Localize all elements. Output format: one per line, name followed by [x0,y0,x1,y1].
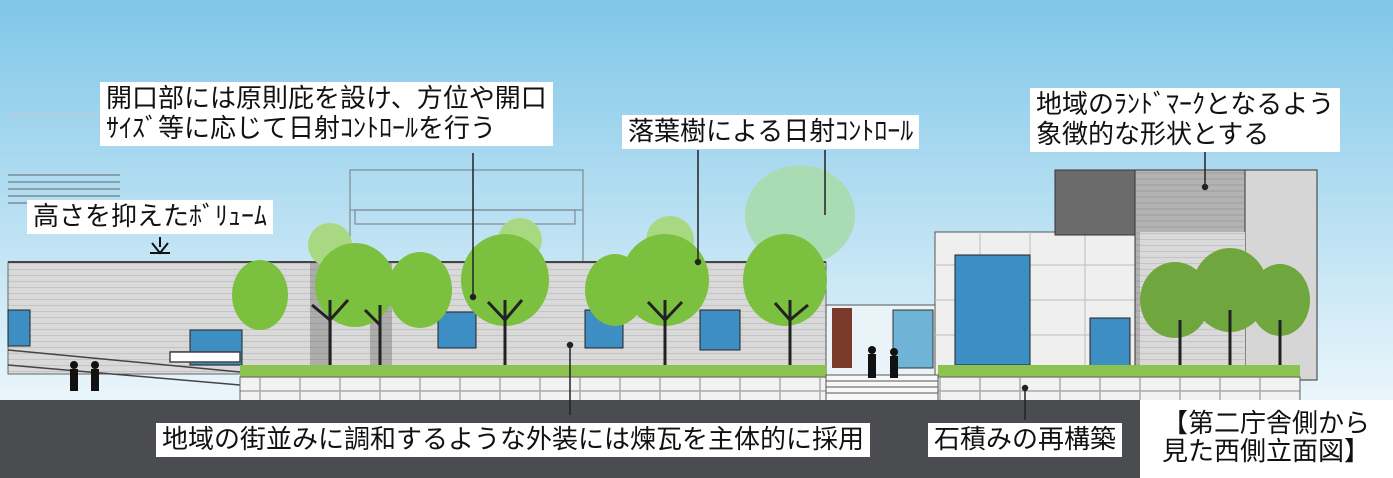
down-arrow [150,237,170,255]
annotation-height-volume: 高さを抑えたﾎﾞﾘｭｰﾑ [27,200,274,234]
drawing-title-line2: 見た西側立面図】 [1161,437,1370,467]
annotation-opening-line1: 開口部には原則庇を設け、方位や開口 [106,84,547,114]
steps [825,374,939,402]
drawing-title: 【第二庁舎側から 見た西側立面図】 [1143,410,1389,466]
distant-roof-lines [8,114,120,204]
annotation-landmark: 地域のﾗﾝﾄﾞﾏｰｸとなるよう 象徴的な形状とする [1030,88,1341,152]
leader-lines [469,150,1209,420]
annotation-brick-facade: 地域の街並みに調和するような外装には煉瓦を主体的に採用 [156,423,871,457]
drawing-title-line1: 【第二庁舎側から [1161,409,1370,439]
annotation-height-volume-text: 高さを抑えたﾎﾞﾘｭｰﾑ [33,202,268,232]
annotation-brick-facade-text: 地域の街並みに調和するような外装には煉瓦を主体的に採用 [162,425,865,455]
trees [232,165,1310,338]
annotation-landmark-line2: 象徴的な形状とする [1036,120,1270,150]
stone-wall [239,376,827,402]
ramp [7,349,241,386]
people-silhouettes [70,346,898,391]
annotation-stone-wall-text: 石積みの再構築 [934,425,1117,455]
annotation-deciduous-text: 落葉樹による日射ｺﾝﾄﾛｰﾙ [628,117,914,147]
annotation-deciduous: 落葉樹による日射ｺﾝﾄﾛｰﾙ [622,115,920,149]
annotation-stone-wall: 石積みの再構築 [928,423,1123,457]
annotation-landmark-line1: 地域のﾗﾝﾄﾞﾏｰｸとなるよう [1036,90,1335,120]
grass-strip [240,365,826,377]
tree-trunks [311,298,1282,370]
annotation-opening-line2: ｻｲｽﾞ等に応じて日射ｺﾝﾄﾛｰﾙを行う [106,114,497,144]
annotation-opening: 開口部には原則庇を設け、方位や開口 ｻｲｽﾞ等に応じて日射ｺﾝﾄﾛｰﾙを行う [100,82,553,146]
tower-dark [1054,169,1136,236]
